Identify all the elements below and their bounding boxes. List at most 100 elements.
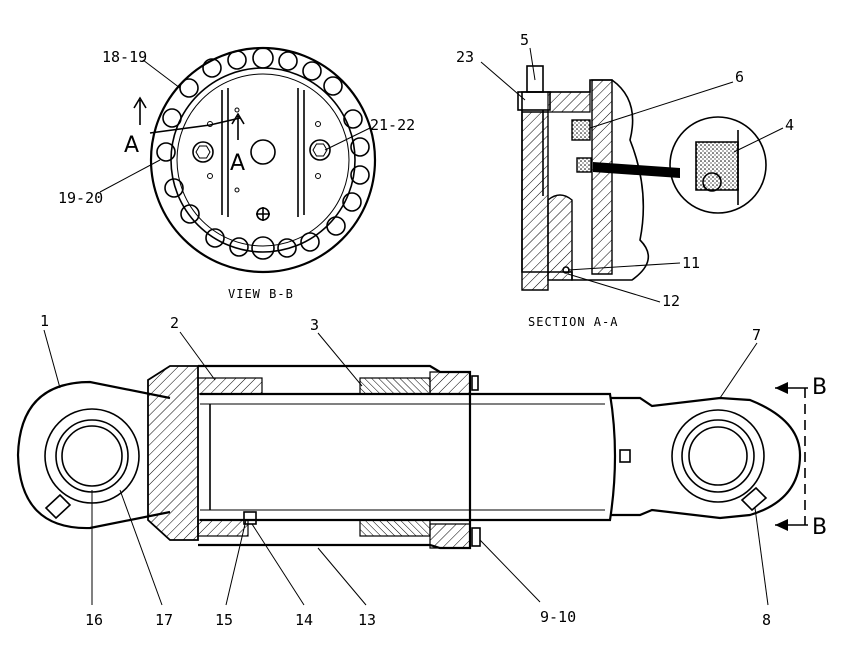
section-body-outline — [521, 79, 650, 281]
grease-fitting-16 — [44, 493, 72, 520]
callout-23: 23 — [456, 48, 474, 66]
leader-7 — [719, 342, 758, 399]
small-hole — [234, 107, 240, 113]
head-top-hatched — [547, 91, 591, 113]
section-aa — [480, 47, 784, 303]
leader-3 — [317, 332, 363, 387]
callout-5: 5 — [520, 31, 529, 49]
leader-12 — [567, 273, 661, 303]
section-aa-title: SECTION A-A — [528, 315, 618, 329]
flange-bolt-hole — [343, 109, 363, 129]
detail-seal-ring — [702, 172, 722, 192]
rod-eye-outline — [610, 396, 802, 520]
leader-1 — [43, 329, 61, 389]
section-mark-a-right: A — [230, 151, 245, 176]
rod-end-fitting — [619, 449, 631, 463]
callout-1: 1 — [40, 312, 49, 330]
flange-hatched — [521, 111, 549, 291]
callout-9-10: 9-10 — [540, 608, 576, 626]
callout-16: 16 — [85, 611, 103, 629]
section-arrow-left — [133, 96, 147, 125]
flange-bolt-hole — [229, 237, 249, 257]
barrel-wall-top-hatched — [197, 377, 263, 395]
cylinder-assembly — [16, 329, 808, 606]
callout-19-20: 19-20 — [58, 189, 103, 207]
port-fitting-top — [471, 375, 479, 391]
callout-8: 8 — [762, 611, 771, 629]
flange-bolt-hole — [156, 142, 176, 162]
head-eye-bore — [61, 425, 123, 487]
view-arrow-b-bottom-head — [775, 519, 788, 531]
flange-bolt-hole — [180, 204, 200, 224]
callout-11: 11 — [682, 254, 700, 272]
rod-eye-outer — [671, 409, 765, 503]
view-arrow-b-top-head — [775, 382, 788, 394]
grease-fitting-8 — [740, 486, 768, 512]
callout-7: 7 — [752, 326, 761, 344]
leader-6 — [589, 81, 734, 129]
detail-circle — [669, 116, 767, 214]
flange-bolt-ring — [156, 47, 370, 260]
callout-12: 12 — [662, 292, 680, 310]
bearing-top-hatched — [359, 377, 431, 395]
leader-17 — [119, 489, 163, 606]
head-eye-bearing — [55, 419, 129, 493]
leader-4 — [733, 127, 784, 153]
callout-6: 6 — [735, 68, 744, 86]
head-eye-outer — [44, 408, 140, 504]
leader-19-20 — [99, 159, 161, 193]
leader-14 — [251, 523, 305, 606]
flange-bolt-hole — [205, 228, 225, 248]
callout-18-19: 18-19 — [102, 48, 147, 66]
grease-fitting-cross — [256, 207, 270, 221]
leader-5 — [529, 47, 536, 81]
section-mark-a-left: A — [124, 133, 139, 158]
gland-top-hatched — [429, 371, 471, 395]
leader-9-10 — [479, 539, 541, 603]
detail-seal — [695, 141, 739, 191]
small-hole — [315, 173, 321, 179]
plate-bolt-left-hex — [195, 145, 211, 159]
callout-21-22: 21-22 — [370, 116, 415, 134]
section-arrow-right — [231, 112, 245, 140]
gland-bottom-hatched — [429, 523, 471, 549]
rod-eye-bearing — [681, 419, 755, 493]
view-bb — [99, 46, 377, 274]
callout-13: 13 — [358, 611, 376, 629]
rod-eye-bore — [688, 426, 748, 486]
flange-bolt-hole — [342, 192, 362, 212]
view-bb-title: VIEW B-B — [228, 287, 294, 301]
small-hole — [315, 121, 321, 127]
flange-bolt-hole — [251, 236, 275, 260]
seal-6 — [571, 119, 591, 141]
leader-23 — [480, 61, 526, 101]
plate-bolt-left — [192, 141, 214, 163]
flange-bolt-hole — [179, 78, 199, 98]
callout-2: 2 — [170, 314, 179, 332]
seal-4-small — [576, 157, 592, 173]
bearing-bottom-hatched — [359, 519, 431, 537]
flange-bolt-hole — [277, 238, 297, 258]
flange-bolt-hole — [227, 50, 247, 70]
flange-bolt-hole — [350, 137, 370, 157]
callout-4: 4 — [785, 116, 794, 134]
piston-seal — [243, 511, 257, 525]
callout-14: 14 — [295, 611, 313, 629]
callout-3: 3 — [310, 316, 319, 334]
flange-bolt-hole — [162, 108, 182, 128]
barrel-wall-bottom-hatched — [197, 519, 249, 537]
plate-bolt-right — [309, 139, 331, 161]
section-cut-line — [149, 117, 241, 134]
view-mark-b-top: B — [812, 375, 827, 400]
callout-17: 17 — [155, 611, 173, 629]
leader-13 — [317, 547, 367, 606]
callout-15: 15 — [215, 611, 233, 629]
flange-bolt-hole — [302, 61, 322, 81]
view-mark-b-bottom: B — [812, 515, 827, 540]
leader-18-19 — [142, 59, 181, 89]
leader-21-22 — [324, 127, 371, 151]
port-fitting-9-10 — [471, 527, 481, 547]
flange-bolt-hole — [164, 178, 184, 198]
rod-outline — [200, 392, 617, 522]
